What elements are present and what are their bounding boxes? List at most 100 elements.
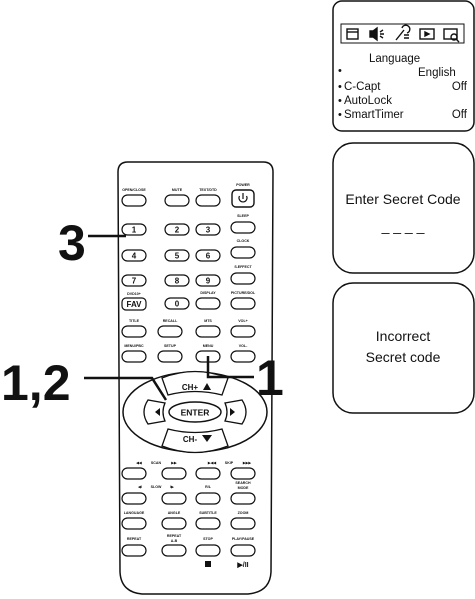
subtitle-label: SUBTITLE [199, 511, 217, 515]
screen-frame [332, 142, 475, 274]
remote-control: OPEN/CLOSE MUTE TEXT/DTD POWER SLEEP 1 2… [117, 161, 274, 595]
skip-forward-button[interactable] [230, 467, 256, 480]
fav-button[interactable] [121, 297, 147, 311]
callout-1-2-leader [84, 376, 168, 401]
menu-item-label: C-Capt [344, 81, 381, 93]
enter-button[interactable]: ENTER [168, 401, 222, 423]
sleep-label: SLEEP [237, 214, 249, 218]
left-button[interactable] [143, 399, 166, 425]
vol-down-button[interactable] [230, 350, 256, 363]
screen-message-line1: Incorrect [376, 328, 431, 344]
slow-back-button[interactable] [121, 492, 147, 505]
rewind-button[interactable] [121, 467, 147, 480]
skip-back-button[interactable] [195, 467, 221, 480]
menu-item-label: AutoLock [344, 95, 392, 107]
number-6-label: 6 [206, 252, 211, 261]
text-dtd-label: TEXT/DTD [199, 188, 217, 192]
number-1-button[interactable] [121, 223, 147, 236]
mute-button[interactable] [164, 194, 190, 207]
rewind-icon: ◀◀ [135, 461, 143, 465]
skip-label: SKIP [225, 461, 234, 465]
number-8-button[interactable] [164, 274, 190, 287]
zoom-button[interactable] [230, 517, 256, 530]
open-close-button[interactable] [121, 194, 147, 207]
skip-forward-icon: ▶▶▶ [242, 461, 253, 465]
play-pause-button[interactable] [230, 544, 256, 557]
right-button[interactable] [224, 399, 247, 425]
stop-icon [205, 561, 211, 567]
clock-button[interactable] [230, 246, 256, 259]
number-7-button[interactable] [121, 274, 147, 287]
recall-button[interactable] [157, 325, 183, 338]
callout-1-2: 1,2 [1, 355, 71, 411]
subtitle-button[interactable] [195, 517, 221, 530]
text-dtd-button[interactable] [195, 194, 221, 207]
ch-up-label: CH+ [182, 383, 199, 392]
stop-button[interactable] [195, 544, 221, 557]
repeat-button[interactable] [121, 544, 147, 557]
navigation-pad: CH+ CH- ENTER [122, 370, 268, 454]
slow-label: SLOW [151, 485, 162, 489]
mts-button[interactable] [195, 325, 221, 338]
number-0-label: 0 [175, 300, 180, 309]
clock-label: CLOCK [237, 239, 250, 243]
vol-up-label: VOL+ [238, 319, 248, 323]
s-effect-label: S.EFFECT [234, 265, 252, 269]
menu-title: Language [369, 53, 420, 65]
search-mode-label-1: SEARCH [235, 481, 251, 485]
number-4-button[interactable] [121, 249, 147, 262]
number-7-label: 7 [132, 277, 137, 286]
number-6-button[interactable] [195, 249, 221, 262]
sleep-button[interactable] [230, 221, 256, 234]
search-mode-button[interactable] [230, 492, 256, 505]
fast-forward-icon: ▶▶ [170, 461, 178, 465]
repeat-ab-button[interactable] [161, 544, 187, 557]
recall-label: RECALL [163, 319, 178, 323]
menu-pbc-button[interactable] [121, 350, 147, 363]
menu-item-value: Off [452, 81, 468, 93]
enter-label: ENTER [181, 408, 210, 418]
power-button[interactable] [231, 189, 255, 208]
angle-button[interactable] [161, 517, 187, 530]
screen-message: Enter Secret Code [345, 191, 460, 207]
vol-up-button[interactable] [230, 325, 256, 338]
open-close-label: OPEN/CLOSE [122, 188, 146, 192]
callout-1: 1 [256, 350, 284, 406]
setup-button[interactable] [157, 350, 183, 363]
slow-back-icon: ◀I [137, 485, 142, 489]
mts-label: MTS [204, 319, 212, 323]
settings-icon [395, 24, 411, 41]
ch-down-label: CH- [183, 435, 198, 444]
fav-label: FAV [127, 300, 143, 309]
ch-down-button[interactable]: CH- [161, 428, 229, 454]
skip-back-icon: ▶◀◀ [207, 461, 218, 465]
fast-forward-button[interactable] [161, 467, 187, 480]
menu-label: MENU [203, 344, 214, 348]
ch-up-button[interactable]: CH+ [161, 370, 229, 396]
picture-label: PICTURE/DOL [231, 291, 256, 295]
number-4-label: 4 [132, 252, 137, 261]
screen-message-line2: Secret code [366, 349, 441, 365]
s-effect-button[interactable] [230, 272, 256, 285]
picture-button[interactable] [230, 297, 256, 310]
power-icon [238, 193, 248, 203]
number-3-button[interactable] [195, 223, 221, 236]
number-1-label: 1 [132, 226, 137, 235]
menu-pbc-label: MENU/PBC [124, 344, 144, 348]
mute-label: MUTE [172, 188, 183, 192]
number-2-button[interactable] [164, 223, 190, 236]
number-0-button[interactable] [164, 297, 190, 310]
bullet: • [338, 65, 342, 77]
language-button[interactable] [121, 517, 147, 530]
slow-forward-button[interactable] [161, 492, 187, 505]
rl-button[interactable] [195, 492, 221, 505]
callouts: 3 1,2 1 [1, 215, 284, 411]
display-button[interactable] [195, 297, 221, 310]
screen-frame [332, 282, 475, 414]
number-5-button[interactable] [164, 249, 190, 262]
title-label: TITLE [129, 319, 140, 323]
right-arrow-icon [230, 408, 235, 416]
title-button[interactable] [121, 325, 147, 338]
speaker-icon [369, 26, 384, 42]
number-9-button[interactable] [195, 274, 221, 287]
